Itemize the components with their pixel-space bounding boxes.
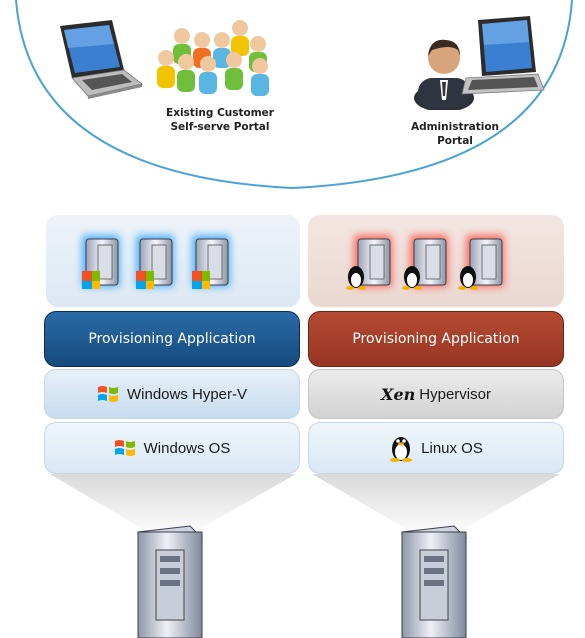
- linux-hypervisor-label: Hypervisor: [419, 385, 491, 403]
- server-icon: [458, 235, 504, 290]
- admin-portal-label-line2: Portal: [437, 135, 473, 147]
- server-icon: [400, 525, 468, 638]
- windows-logo-icon: [97, 386, 118, 402]
- server-icon: [346, 235, 392, 290]
- server-icon: [136, 235, 174, 289]
- linux-server-group: [308, 215, 564, 307]
- user-group-icon: [157, 20, 269, 96]
- server-icon: [402, 235, 448, 290]
- xen-logo-icon: Xen: [381, 384, 416, 404]
- windows-provisioning-application-label: Provisioning Application: [88, 331, 256, 347]
- linux-projection-cone: [312, 474, 560, 538]
- windows-os-label: Windows OS: [143, 439, 231, 457]
- physical-host-section: [50, 474, 560, 638]
- linux-provisioning-application-label: Provisioning Application: [352, 331, 520, 347]
- windows-hypervisor-layer: Windows Hyper-V: [44, 369, 300, 419]
- administrator-icon: [414, 39, 474, 110]
- customer-portal-label-line1: Existing Customer: [166, 107, 274, 119]
- windows-servers: [82, 235, 230, 289]
- admin-portal-label: Administration Portal: [390, 120, 520, 148]
- windows-projection-cone: [50, 474, 296, 538]
- customer-portal-label-line2: Self-serve Portal: [170, 121, 270, 133]
- linux-provisioning-application: Provisioning Application: [308, 311, 564, 367]
- linux-servers: [346, 235, 504, 290]
- customer-portal-label: Existing Customer Self-serve Portal: [150, 106, 290, 134]
- linux-os-layer: Linux OS: [308, 422, 564, 474]
- windows-provisioning-application: Provisioning Application: [44, 311, 300, 367]
- server-icon: [192, 235, 230, 289]
- windows-hypervisor-label: Windows Hyper-V: [126, 385, 248, 403]
- laptop-icon: [60, 20, 143, 99]
- server-icon: [136, 525, 204, 638]
- linux-os-label: Linux OS: [421, 439, 483, 457]
- tux-penguin-icon: [390, 437, 413, 462]
- admin-portal-label-line1: Administration: [410, 121, 500, 133]
- linux-hypervisor-layer: Xen Hypervisor: [308, 369, 564, 419]
- laptop-icon: [461, 16, 545, 95]
- windows-server-group: [46, 215, 300, 307]
- windows-logo-icon: [114, 440, 135, 456]
- windows-os-layer: Windows OS: [44, 422, 300, 474]
- server-icon: [82, 235, 120, 289]
